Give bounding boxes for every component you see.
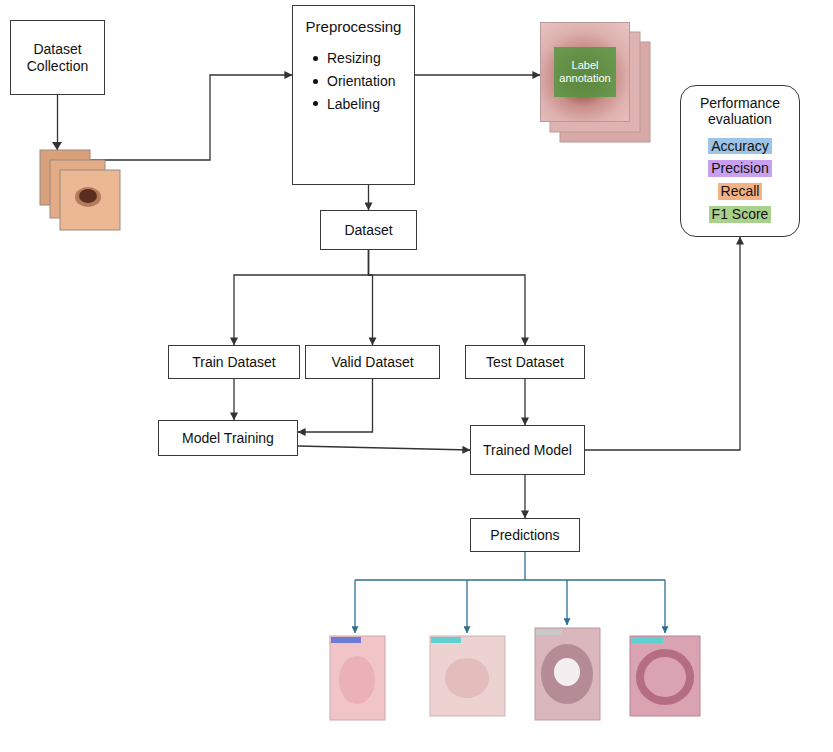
mole-halo xyxy=(75,187,101,207)
box-label: Dataset xyxy=(344,222,392,239)
process-box: Train Dataset xyxy=(168,345,300,379)
leader-line xyxy=(354,580,355,633)
prediction-tag xyxy=(536,629,562,635)
bullet-dot xyxy=(313,101,318,106)
connector-arrow xyxy=(415,74,540,75)
prediction-tag xyxy=(631,637,663,643)
prediction-tag xyxy=(431,637,461,643)
process-box: Valid Dataset xyxy=(305,345,440,379)
connector-arrow xyxy=(585,237,740,450)
connector-arrow xyxy=(233,379,234,420)
metric-label: F1 Score xyxy=(709,206,772,223)
leader-line xyxy=(566,580,567,625)
box-label: Test Dataset xyxy=(486,354,564,371)
process-box: Model Training xyxy=(158,420,298,456)
box-label: Predictions xyxy=(490,527,559,544)
metric-label: Recall xyxy=(718,183,763,200)
prediction-tag xyxy=(331,637,361,643)
bullet-dot xyxy=(313,56,318,61)
leader-line xyxy=(355,552,665,580)
annotation-overlay: Label annotation xyxy=(554,47,615,96)
bullet-text: Orientation xyxy=(327,73,395,90)
lesion-center xyxy=(554,658,580,686)
process-box: Dataset xyxy=(320,210,417,250)
box-label: Model Training xyxy=(182,430,274,447)
bullet-item: Labeling xyxy=(313,96,406,113)
leader-line xyxy=(664,580,665,633)
connector-arrow xyxy=(298,379,373,432)
box-label: Dataset Collection xyxy=(17,41,98,75)
box-label: Valid Dataset xyxy=(331,354,413,371)
process-box: Trained Model xyxy=(470,425,585,475)
bullet-dot xyxy=(313,79,318,84)
annotation-label: Label annotation xyxy=(559,59,610,84)
connector-arrow xyxy=(524,475,525,518)
box-label: Train Dataset xyxy=(192,354,276,371)
prediction-image xyxy=(535,628,600,720)
process-box: Test Dataset xyxy=(465,345,585,379)
metric-label: Accuracy xyxy=(708,138,772,155)
connector-arrow xyxy=(524,379,525,425)
process-box: Dataset Collection xyxy=(10,20,105,95)
bullet-item: Resizing xyxy=(313,50,406,67)
connector-arrow xyxy=(234,250,369,345)
prediction-image xyxy=(430,636,505,716)
prediction-image xyxy=(330,636,385,720)
annotated-image: Label annotation xyxy=(540,22,630,122)
box-label: Trained Model xyxy=(483,442,572,459)
leader-line xyxy=(466,580,467,633)
bullet-item: Orientation xyxy=(313,73,406,90)
box-heading: Performance evaluation xyxy=(689,95,791,127)
lesion xyxy=(541,644,593,704)
lesion xyxy=(640,653,690,701)
skin-image xyxy=(60,170,120,230)
connector-arrow xyxy=(298,446,470,450)
lesion xyxy=(445,658,489,698)
bullet-text: Resizing xyxy=(327,50,381,67)
connector-arrow xyxy=(369,250,526,345)
prediction-image xyxy=(630,636,700,716)
bullet-text: Labeling xyxy=(327,96,380,113)
process-box: PreprocessingResizingOrientationLabeling xyxy=(292,5,415,185)
process-box: Predictions xyxy=(470,518,580,552)
box-heading: Preprocessing xyxy=(301,18,406,36)
lesion xyxy=(339,656,375,704)
metric-label: Precision xyxy=(708,160,772,177)
arrowhead-shape xyxy=(52,142,62,150)
metrics-panel: Performance evaluationAccuracyPrecisionR… xyxy=(680,85,800,237)
connector-arrow xyxy=(368,185,369,210)
mole xyxy=(79,189,97,203)
